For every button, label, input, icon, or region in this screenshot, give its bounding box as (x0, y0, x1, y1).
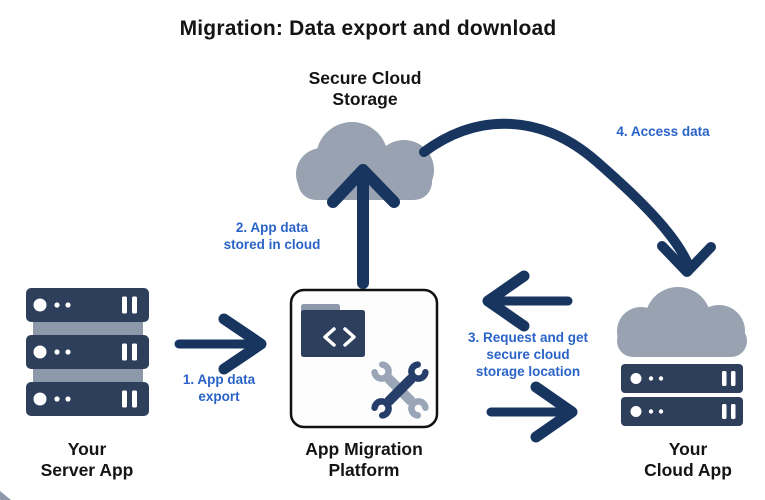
node-label-secure-cloud-storage: Secure Cloud Storage (308, 68, 422, 109)
server-stack-icon (26, 288, 149, 416)
arrow-right-icon (174, 313, 267, 375)
arrow-right-icon (486, 381, 578, 443)
step-label-1: 1. App data export (182, 372, 256, 404)
curved-arrow-icon (419, 118, 716, 277)
arrow-left-icon (482, 270, 573, 332)
platform-box (289, 288, 439, 429)
step-label-2: 2. App data stored in cloud (223, 220, 321, 252)
arrow-up-icon (327, 164, 400, 289)
page-title: Migration: Data export and download (179, 17, 557, 40)
node-label-your-server-app: Your Server App (40, 439, 134, 480)
crossed-wrenches-icon (371, 361, 429, 419)
step-label-4: 4. Access data (616, 124, 710, 139)
node-label-app-migration-platform: App Migration Platform (305, 439, 423, 480)
step-label-3: 3. Request and get secure cloud storage … (467, 330, 589, 379)
corner-artifact (0, 491, 11, 500)
cloud-server-icon (617, 287, 747, 426)
node-label-your-cloud-app: Your Cloud App (644, 439, 732, 480)
code-folder-icon (301, 304, 365, 357)
